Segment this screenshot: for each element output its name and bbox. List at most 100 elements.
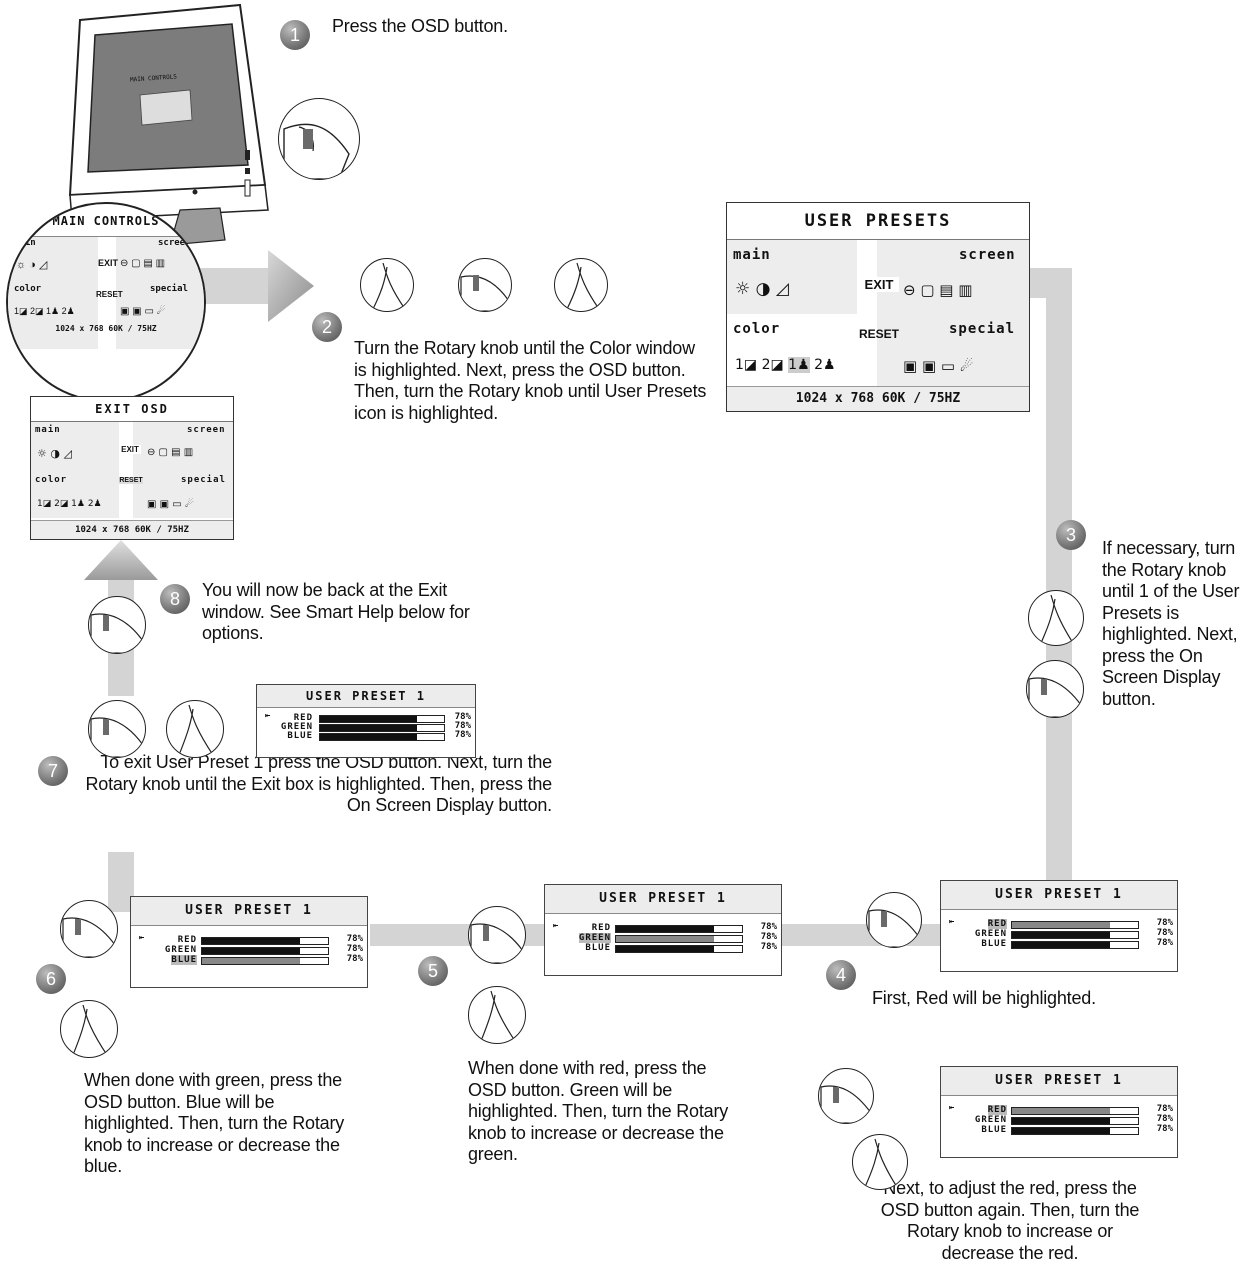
preset-title: USER PRESET 1: [257, 685, 475, 708]
step-4b-text: Next, to adjust the red, press the OSD b…: [880, 1178, 1140, 1263]
zoom-reset-label: RESET: [96, 290, 123, 299]
step-5-marker: 5: [418, 956, 448, 986]
preset-row-bar[interactable]: [1011, 1117, 1139, 1125]
zoom-exit-label: EXIT: [98, 258, 119, 268]
step-8-marker: 8: [160, 584, 190, 614]
back-icon: ⇤: [265, 711, 272, 721]
user-presets-title: USER PRESETS: [727, 203, 1029, 240]
preset-row-label: RED: [591, 923, 611, 933]
step-4-text: First, Red will be highlighted.: [872, 988, 1096, 1008]
preset-row-value: 78%: [454, 730, 471, 740]
preset-row-label: GREEN: [280, 722, 313, 732]
zoom-color-icons: 1◪ 2◪ 1♟ 2♟: [14, 306, 75, 316]
preset-row-label: BLUE: [981, 1125, 1007, 1135]
preset-row-bar[interactable]: [1011, 1127, 1139, 1135]
rotary-knob-icon: [852, 1134, 908, 1190]
rotary-knob-icon: [1028, 590, 1084, 646]
step-3-text: If necessary, turn the Rotary knob until…: [1102, 538, 1240, 709]
exit-osd-reset[interactable]: RESET: [119, 477, 143, 484]
zoom-screen-label: screen: [158, 238, 191, 248]
preset-row-label: RED: [177, 935, 197, 945]
back-icon: ⇤: [949, 1103, 956, 1113]
preset-title: USER PRESET 1: [131, 897, 367, 926]
finger-press-icon: [468, 906, 526, 964]
step-2-text: Turn the Rotary knob until the Color win…: [354, 338, 707, 423]
finger-press-icon: [60, 900, 118, 958]
preset-row-label: BLUE: [171, 955, 197, 965]
exit-osd-screen: screen: [187, 425, 226, 435]
special-icons: ▣ ▣ ▭ ☄: [903, 357, 974, 375]
preset-title: USER PRESET 1: [545, 885, 781, 914]
arrow-up-icon: [84, 540, 158, 580]
exit-osd: EXIT OSD main screen ☼ ◑ ◿ EXIT ⊖ ▢ ▤ ▥ …: [30, 396, 234, 540]
main-icons: ☼ ◑ ◿: [735, 279, 789, 299]
zoom-screen-icons: ⊖ ▢ ▤ ▥: [120, 258, 166, 269]
finger-press-icon: [458, 258, 512, 312]
preset-row-bar[interactable]: [201, 957, 329, 965]
exit-osd-special-icons: ▣ ▣ ▭ ☄: [147, 499, 194, 510]
flow-path-right-vertical: [1046, 268, 1072, 882]
step-5-text: When done with red, press the OSD button…: [468, 1058, 729, 1164]
preset-row-value: 78%: [1156, 1124, 1173, 1134]
zoom-special-icons: ▣ ▣ ▭ ☄: [120, 306, 166, 317]
finger-press-icon: [278, 98, 360, 180]
preset-row-label: GREEN: [164, 945, 197, 955]
color-label: color: [733, 321, 781, 337]
preset-row-bar[interactable]: [201, 937, 329, 945]
preset-row-label: GREEN: [974, 1115, 1007, 1125]
exit-osd-title: EXIT OSD: [31, 397, 233, 422]
step-6-marker: 6: [36, 964, 66, 994]
screen-label: screen: [959, 247, 1016, 263]
rotary-knob-icon: [468, 986, 526, 1044]
step-1-marker: 1: [280, 20, 310, 50]
preset-title: USER PRESET 1: [941, 881, 1177, 910]
preset-row-value: 78%: [760, 942, 777, 952]
zoom-special-label: special: [150, 284, 188, 294]
exit-osd-main-icons: ☼ ◑ ◿: [37, 447, 72, 460]
preset-row-bar[interactable]: [201, 947, 329, 955]
reset-button[interactable]: RESET: [859, 327, 900, 341]
preset-row-bar[interactable]: [1011, 941, 1139, 949]
exit-osd-screen-icons: ⊖ ▢ ▤ ▥: [147, 447, 194, 458]
special-label: special: [949, 321, 1016, 337]
preset-row-bar[interactable]: [1011, 1107, 1139, 1115]
preset-row-label: RED: [293, 713, 313, 723]
preset-title: USER PRESET 1: [941, 1067, 1177, 1096]
preset-row-value: 78%: [1156, 1114, 1173, 1124]
main-label: main: [733, 247, 771, 263]
zoom-main-icons: ☼ ◑ ◿: [16, 259, 48, 271]
step-7-text: To exit User Preset 1 press the OSD butt…: [85, 752, 552, 815]
flow-path-left-lower: [108, 852, 134, 912]
exit-osd-color-icons: 1◪ 2◪ 1♟ 2♟: [37, 499, 102, 509]
preset-row-bar[interactable]: [615, 945, 743, 953]
preset-row-bar[interactable]: [1011, 931, 1139, 939]
preset-row-bar[interactable]: [615, 925, 743, 933]
finger-press-icon: [866, 892, 922, 948]
preset-row-value: 78%: [760, 932, 777, 942]
finger-press-icon: [88, 596, 146, 654]
exit-button[interactable]: EXIT: [859, 277, 899, 292]
preset-row-bar[interactable]: [615, 935, 743, 943]
color-icons: 1◪ 2◪ 1♟ 2♟: [735, 357, 836, 373]
arrow-right-icon: [268, 250, 314, 322]
zoom-color-label: color: [14, 284, 42, 294]
exit-osd-exit[interactable]: EXIT: [119, 445, 141, 454]
preset-row-label: RED: [987, 919, 1007, 929]
preset-row-value: 78%: [1156, 938, 1173, 948]
preset-row-bar[interactable]: [1011, 921, 1139, 929]
finger-press-icon: [1026, 660, 1084, 718]
rotary-knob-icon: [554, 258, 608, 312]
step-2-marker: 2: [312, 312, 342, 342]
preset-row-label: GREEN: [974, 929, 1007, 939]
step-7-marker: 7: [38, 756, 68, 786]
zoom-main-label: main: [14, 238, 36, 248]
preset-row-bar[interactable]: [319, 724, 445, 732]
preset-row-bar[interactable]: [319, 733, 445, 741]
preset-row-value: 78%: [454, 712, 471, 722]
preset-row-bar[interactable]: [319, 715, 445, 723]
rotary-knob-icon: [60, 1000, 118, 1058]
preset-row-label: BLUE: [585, 943, 611, 953]
preset-row-value: 78%: [454, 721, 471, 731]
